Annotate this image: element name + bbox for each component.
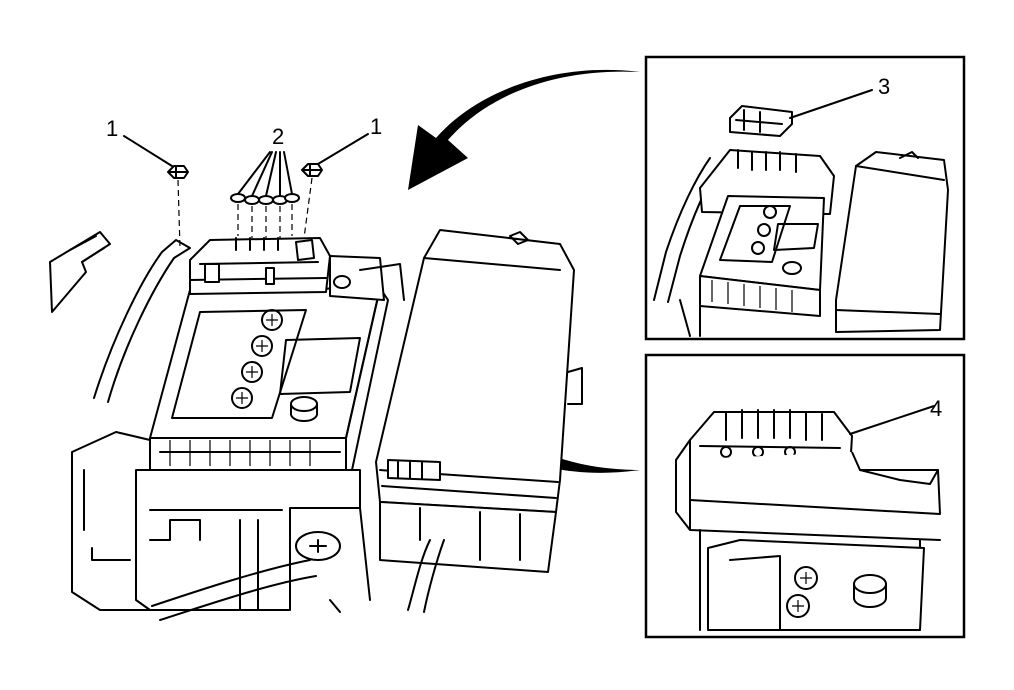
inset-fuse-block-removal: 4 — [644, 353, 966, 639]
battery-frame — [135, 469, 361, 611]
main-view: 1 1 2 — [49, 69, 640, 621]
retaining-nut-left — [123, 135, 189, 249]
fuse-block-cover-piece — [729, 89, 873, 137]
callout-4: 4 — [930, 396, 942, 421]
battery-terminal — [290, 396, 318, 422]
vehicle-front-arrow — [49, 231, 111, 313]
fuse-block-bolts — [230, 151, 300, 238]
lower-battery-cable — [151, 559, 317, 621]
inset-cover-removal: 3 — [644, 55, 966, 341]
fuse-block-cover — [375, 229, 583, 613]
callout-3: 3 — [878, 74, 890, 99]
fuse-block-on-battery — [189, 237, 385, 301]
retaining-nut-right — [301, 133, 369, 239]
callout-2: 2 — [272, 124, 284, 149]
removal-arrow-top — [408, 69, 640, 190]
callout-1-right: 1 — [370, 114, 382, 139]
battery-cable — [93, 251, 175, 403]
callout-1-left: 1 — [106, 116, 118, 141]
battery-vent-caps — [231, 309, 283, 409]
